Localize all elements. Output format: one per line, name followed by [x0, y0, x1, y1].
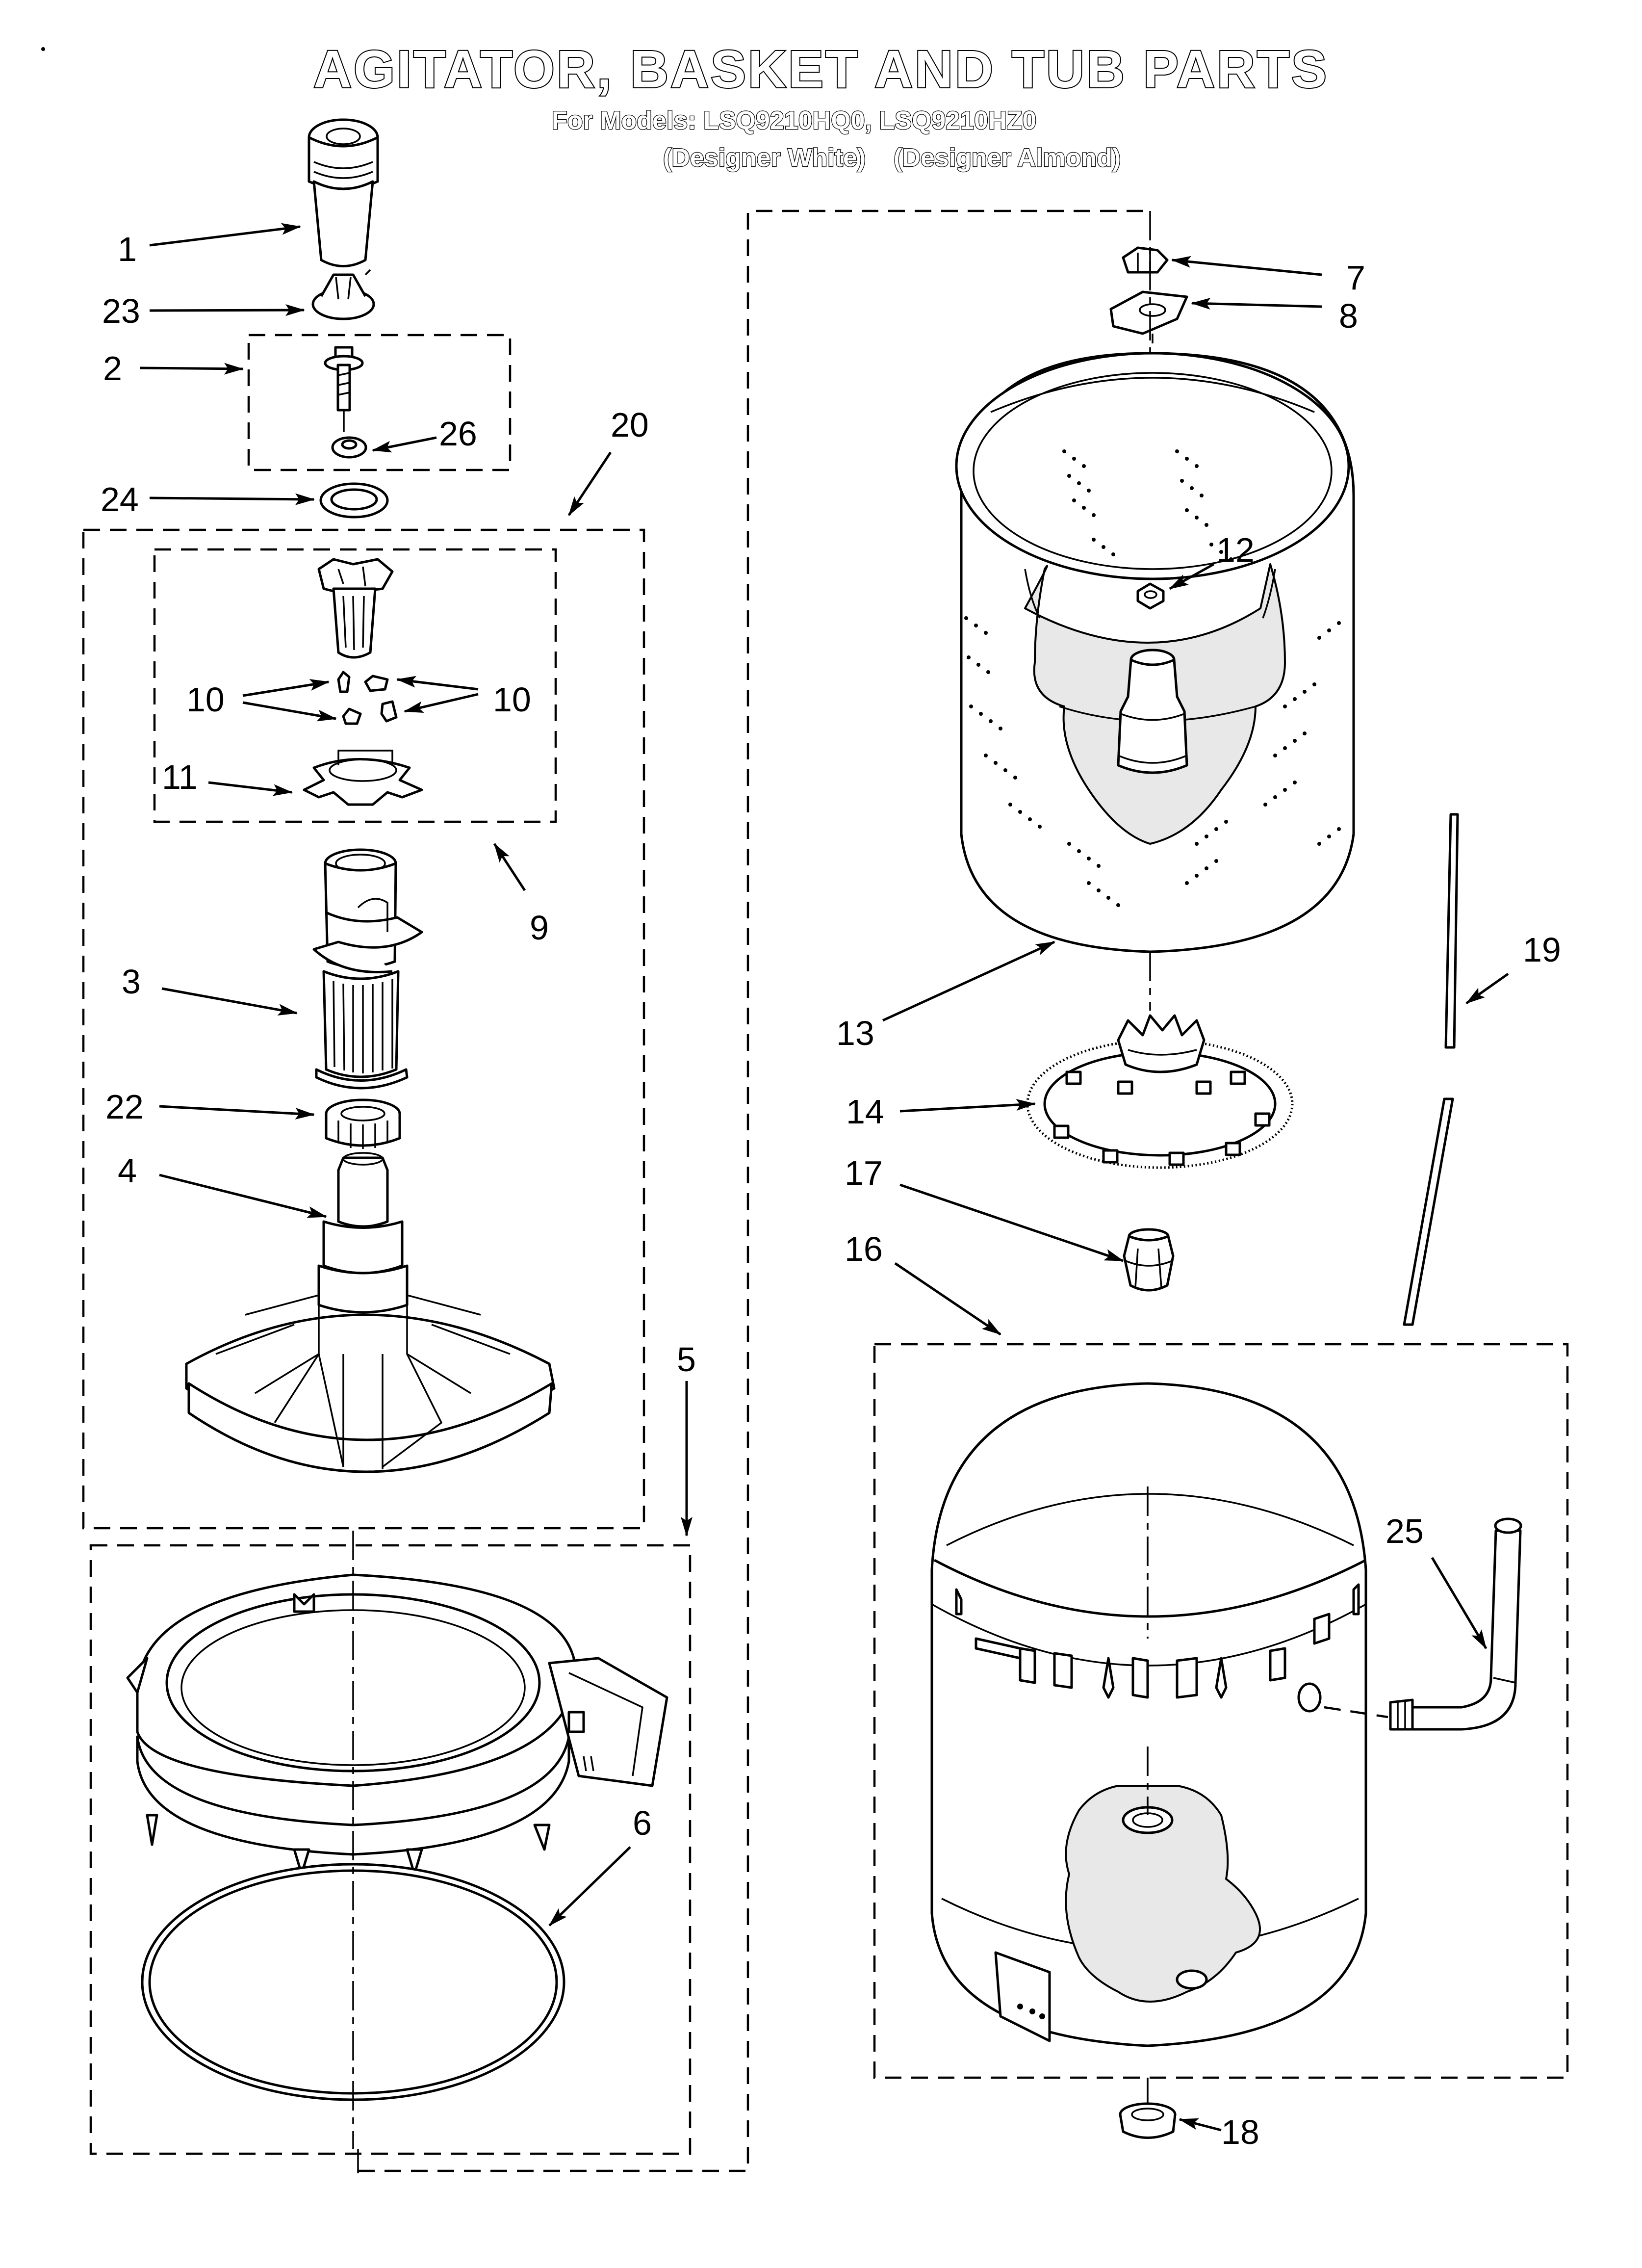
variant-white-label: (Designer White) — [663, 143, 867, 173]
part-7-clip — [1122, 246, 1169, 274]
basket-perforations — [964, 449, 1341, 907]
part-9-dog-assembly — [317, 558, 394, 659]
callout-3: 3 — [122, 963, 141, 1001]
part-12-nut — [1136, 582, 1165, 610]
callout-12: 12 — [1216, 531, 1255, 569]
callout-1: 1 — [118, 230, 137, 268]
callout-18: 18 — [1221, 2113, 1259, 2151]
part-14-ring — [1026, 1014, 1294, 1169]
group-box-20 — [82, 528, 645, 1530]
callout-16: 16 — [845, 1230, 883, 1268]
callout-23: 23 — [102, 292, 140, 330]
variant-almond-label: (Designer Almond) — [893, 143, 1122, 173]
part-16-outer-tub — [930, 1382, 1367, 2047]
callout-9: 9 — [530, 909, 549, 947]
page-title: AGITATOR, BASKET AND TUB PARTS — [312, 38, 1329, 100]
group-box-16 — [873, 1343, 1569, 2079]
part-26-washer — [331, 436, 367, 459]
part-18-plug — [1119, 2102, 1177, 2139]
part-4-agitator-base — [185, 1152, 556, 1473]
part-2-bolt — [324, 346, 364, 432]
callout-25: 25 — [1385, 1512, 1424, 1550]
corner-dot — [41, 47, 45, 51]
callout-14: 14 — [846, 1093, 884, 1131]
part-22-ring — [325, 1098, 401, 1149]
part-17-bushing — [1123, 1228, 1175, 1292]
callout-8: 8 — [1339, 297, 1358, 335]
callout-4: 4 — [118, 1151, 137, 1190]
part-19-tube — [1403, 813, 1459, 1326]
callout-19: 19 — [1523, 931, 1561, 969]
part-24-o-ring — [319, 482, 389, 519]
leader-lines — [139, 223, 1509, 2132]
callout-22: 22 — [105, 1088, 144, 1126]
part-1-agitator-cap — [308, 118, 379, 267]
connector-dashed — [358, 209, 1150, 2172]
callout-26: 26 — [439, 415, 477, 453]
callout-24: 24 — [101, 480, 139, 519]
part-25-hose — [1324, 1517, 1522, 1731]
callout-10-left: 10 — [186, 680, 225, 719]
part-23-seal — [311, 269, 375, 320]
callout-20: 20 — [611, 406, 649, 444]
callout-13: 13 — [836, 1014, 874, 1052]
callout-5: 5 — [677, 1340, 696, 1379]
tub-slots — [955, 1583, 1360, 1699]
part-11-cam — [303, 750, 423, 806]
callout-10-right: 10 — [493, 680, 531, 719]
models-line: For Models: LSQ9210HQ0, LSQ9210HZ0 — [551, 106, 1037, 136]
part-5-tub-ring — [126, 1573, 668, 1876]
part-8-plate — [1109, 290, 1188, 343]
callout-7: 7 — [1346, 259, 1365, 297]
callout-11: 11 — [162, 758, 198, 796]
group-box-2 — [247, 334, 512, 471]
callout-2: 2 — [103, 349, 122, 388]
callout-17: 17 — [845, 1154, 883, 1192]
group-box-5 — [89, 1544, 692, 2155]
group-box-9 — [153, 548, 557, 823]
part-10-dogs — [337, 671, 398, 725]
callout-6: 6 — [633, 1804, 652, 1842]
part-3-auger — [312, 848, 423, 1090]
part-13-basket — [955, 352, 1355, 953]
